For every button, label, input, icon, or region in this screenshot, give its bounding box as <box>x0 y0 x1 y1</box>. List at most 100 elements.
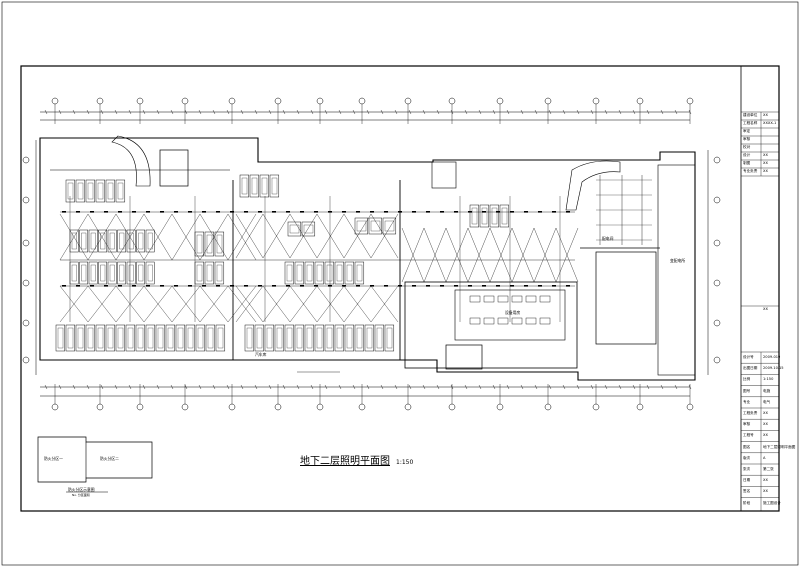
parking-stall-d <box>185 324 196 352</box>
dim-tick-top <box>674 109 678 115</box>
light-fixture <box>468 285 472 287</box>
parking-stall-d <box>195 324 206 352</box>
building-outline <box>39 137 696 381</box>
dim-tick-bottom <box>646 384 650 390</box>
switchgear <box>525 317 537 325</box>
dim-tick-top <box>478 109 482 115</box>
parking-stall-g-car <box>261 177 268 195</box>
switchgear <box>497 295 509 303</box>
dim-tick-top <box>534 109 538 115</box>
light-fixture <box>202 211 206 213</box>
parking-stall-j-car <box>491 207 498 225</box>
axis-bubble-right-1 <box>713 196 721 204</box>
parking-stall-h-car <box>266 327 273 349</box>
tb-bottom-label: 阶段 <box>743 500 751 505</box>
parking-stall-i <box>334 261 345 285</box>
parking-stall-k-car <box>370 220 381 232</box>
lighting-x-4 <box>235 285 264 323</box>
axis-bubble-bottom-6 <box>316 403 324 411</box>
dim-tick-top <box>464 109 468 115</box>
parking-stall-d <box>135 324 146 352</box>
tb-bottom-label: 张次 <box>743 467 751 471</box>
parking-stall-f-car <box>206 264 213 282</box>
light-fixture <box>272 285 276 287</box>
light-fixture <box>146 285 150 287</box>
tb-bottom-label: 工程负责 <box>743 411 758 415</box>
parking-stall-b <box>126 229 136 253</box>
parking-stall-a <box>85 179 96 203</box>
dim-tick-bottom <box>464 384 468 390</box>
parking-stall-a <box>115 179 126 203</box>
parking-stall-a-car <box>117 182 124 200</box>
dim-tick-top <box>548 109 552 115</box>
dim-tick-bottom <box>86 384 90 390</box>
dim-tick-top <box>268 109 272 115</box>
dim-tick-bottom <box>632 384 636 390</box>
lighting-x-4 <box>289 285 318 323</box>
tb-bottom-value: XX <box>763 422 768 427</box>
tb-top-label: 工程名称 <box>743 121 758 126</box>
dim-tick-top <box>576 109 580 115</box>
side-room <box>595 251 657 345</box>
dim-tick-top <box>394 109 398 115</box>
light-fixture <box>356 211 360 213</box>
parking-stall-k <box>368 217 383 235</box>
lighting-x-1 <box>227 213 257 261</box>
axis-bubble-bottom-11 <box>544 403 552 411</box>
switchgear <box>539 317 551 325</box>
parking-stall-i-car <box>356 264 363 282</box>
light-fixture <box>160 285 164 287</box>
dim-tick-top <box>590 109 594 115</box>
lighting-x-5 <box>533 227 557 283</box>
dim-tick-top <box>520 109 524 115</box>
dim-tick-bottom <box>604 384 608 390</box>
dim-tick-top <box>632 109 636 115</box>
parking-stall-b <box>136 229 146 253</box>
lighting-x-1 <box>143 213 173 261</box>
parking-stall-l-car <box>303 224 314 234</box>
light-fixture <box>538 285 542 287</box>
switchgear <box>469 317 481 325</box>
axis-bubble-bottom-9 <box>448 403 456 411</box>
light-fixture <box>62 211 66 213</box>
parking-stall-j-car <box>501 207 508 225</box>
parking-stall-c <box>98 261 108 285</box>
parking-stall-e-car <box>196 234 203 254</box>
parking-stall-i-car <box>316 264 323 282</box>
tb-bottom-value: 电气 <box>763 399 771 404</box>
parking-stall-h-car <box>326 327 333 349</box>
parking-stall-b <box>145 229 155 253</box>
dim-tick-bottom <box>310 384 314 390</box>
tb-bottom-value: 2009.10.15 <box>763 366 784 371</box>
axis-bubble-left-3 <box>22 279 30 287</box>
light-fixture <box>398 285 402 287</box>
tb-bottom-value: A <box>763 455 766 460</box>
parking-stall-d <box>165 324 176 352</box>
light-fixture <box>314 285 318 287</box>
key-plan <box>37 436 153 493</box>
parking-stall-b-car <box>119 232 125 250</box>
tb-bottom-label: 签名 <box>743 489 751 494</box>
axis-bubble-top-9 <box>448 97 456 105</box>
light-fixture <box>356 285 360 287</box>
lighting-x-5 <box>467 227 491 283</box>
room-label-0: 配电间 <box>602 236 614 241</box>
lighting-x-4 <box>316 285 345 323</box>
parking-stall-d-car <box>67 327 74 349</box>
axis-bubble-top-7 <box>358 97 366 105</box>
lighting-x-2 <box>143 285 173 323</box>
parking-stall-i-car <box>296 264 303 282</box>
parking-stall-b <box>69 229 79 253</box>
parking-stall-i <box>284 261 295 285</box>
parking-stall-d-car <box>127 327 134 349</box>
tb-bottom-label: 日期 <box>743 478 751 483</box>
parking-stall-a <box>105 179 116 203</box>
tb-bottom-value: 第二张 <box>763 467 774 471</box>
parking-stall-h <box>284 324 295 352</box>
light-fixture <box>76 285 80 287</box>
parking-stall-c-car <box>128 264 134 282</box>
axis-bubble-right-4 <box>713 319 721 327</box>
parking-stall-d <box>125 324 136 352</box>
dim-tick-top <box>604 109 608 115</box>
axis-bubble-top-12 <box>592 97 600 105</box>
